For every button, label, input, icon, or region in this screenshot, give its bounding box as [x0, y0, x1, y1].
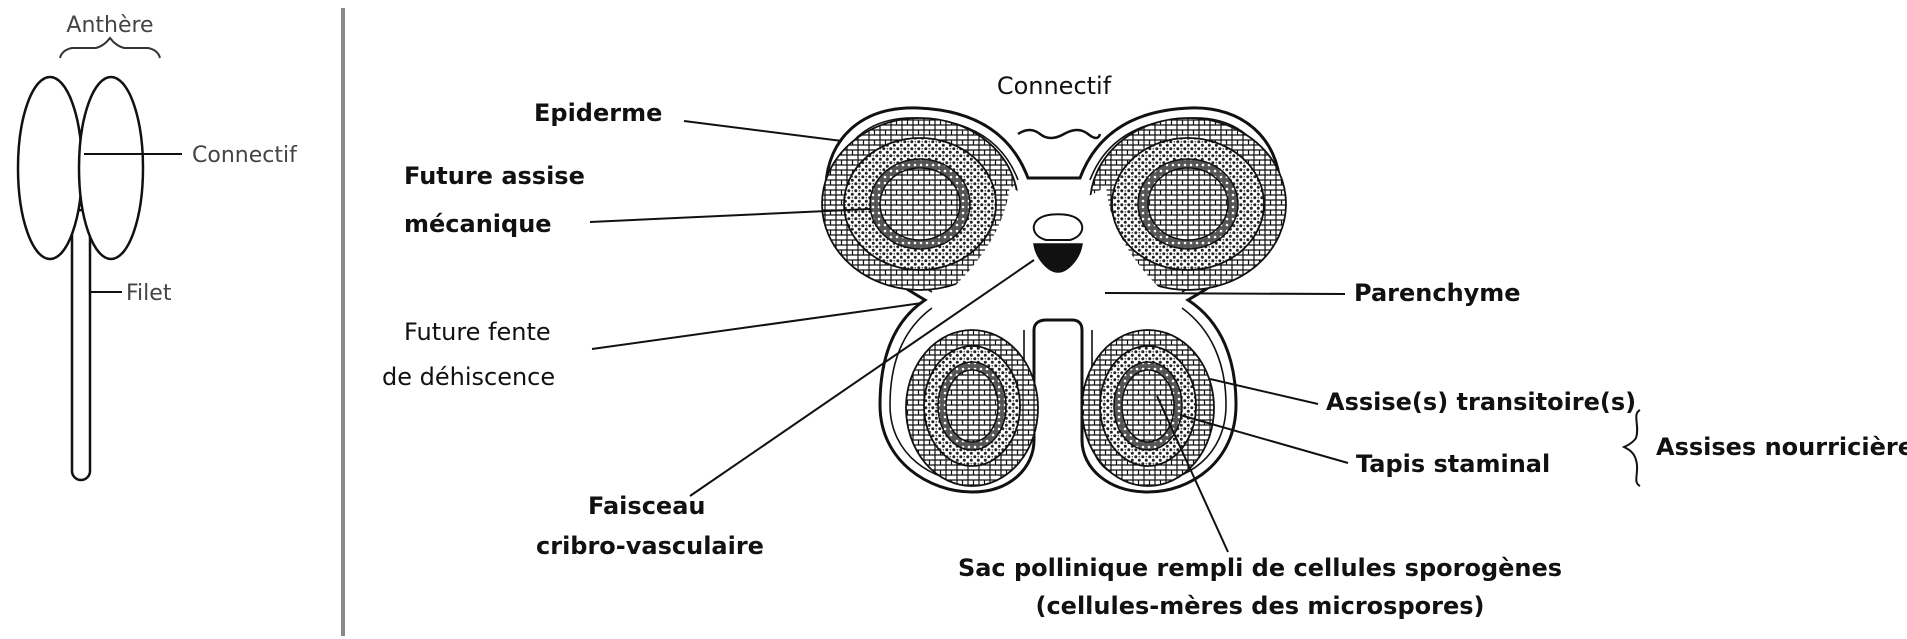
anthere-brace [60, 38, 160, 58]
pollen-sac-top-right [1148, 168, 1228, 240]
label-sac-pollinique-2: (cellules-mères des microspores) [1035, 592, 1484, 620]
anther-lobe-right [79, 77, 143, 259]
label-anthere: Anthère [66, 13, 153, 38]
label-faisceau-2: cribro-vasculaire [536, 532, 764, 560]
vascular-bundle [1034, 214, 1083, 240]
label-sac-pollinique-1: Sac pollinique rempli de cellules sporog… [958, 554, 1562, 582]
cross-section: Connectif Epiderme Future assise mécaniq… [382, 72, 1907, 620]
label-assises-transitoires: Assise(s) transitoire(s) [1326, 388, 1636, 416]
label-parenchyme: Parenchyme [1354, 279, 1521, 307]
stamen-diagram: Anthère Connectif Filet [18, 13, 298, 480]
label-future-fente-2: de déhiscence [382, 363, 555, 391]
connectif-brace [1018, 130, 1100, 138]
label-connectif-left: Connectif [192, 143, 298, 168]
leader-epiderme [684, 121, 842, 141]
leader-future-fente [592, 303, 922, 349]
label-epiderme: Epiderme [534, 99, 662, 127]
label-connectif: Connectif [997, 72, 1112, 100]
label-faisceau-1: Faisceau [588, 492, 705, 520]
assises-brace [1624, 410, 1640, 486]
label-tapis-staminal: Tapis staminal [1356, 450, 1550, 478]
pollen-sac-bottom-left [946, 370, 998, 442]
label-future-fente-1: Future fente [404, 318, 551, 346]
leader-parenchyme [1105, 293, 1345, 294]
pollen-sac-bottom-right [1122, 370, 1174, 442]
anther-lobe-left [18, 77, 82, 259]
filet [72, 210, 90, 480]
pollen-sac-top-left [880, 168, 960, 240]
label-filet: Filet [126, 281, 172, 306]
label-future-assise-2: mécanique [404, 210, 552, 238]
label-future-assise-1: Future assise [404, 162, 585, 190]
label-assises-nourricieres: Assises nourricières [1656, 433, 1907, 461]
